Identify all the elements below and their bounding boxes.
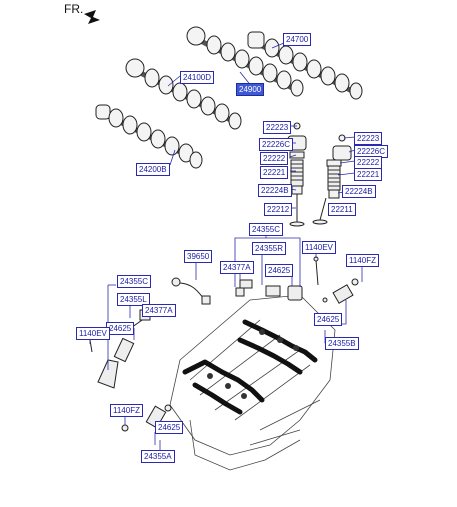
part-label-24355a: 24355A xyxy=(141,450,175,463)
front-direction-label: FR. xyxy=(64,2,84,16)
part-label-24625-bottom: 24625 xyxy=(155,421,184,434)
part-label-24355l: 24355L xyxy=(117,293,150,306)
part-label-24700: 24700 xyxy=(283,33,312,46)
part-label-22211: 22211 xyxy=(328,203,356,216)
camshaft-24900 xyxy=(186,26,304,97)
sensor-right xyxy=(322,278,359,304)
front-arrow-icon xyxy=(84,10,100,24)
part-label-24355c-left: 24355C xyxy=(117,275,152,288)
part-label-22221-right: 22221 xyxy=(354,168,383,181)
part-label-24355b: 24355B xyxy=(325,337,359,350)
ocv-24625 xyxy=(287,285,303,301)
part-label-1140fz-right: 1140FZ xyxy=(346,254,379,267)
part-label-22226c-left: 22226C xyxy=(259,138,294,151)
sensor-bottom xyxy=(121,404,172,432)
part-label-22212: 22212 xyxy=(264,203,293,216)
part-label-24625-left: 24625 xyxy=(106,322,135,335)
sensor-39650 xyxy=(171,277,211,305)
part-label-1140ev-left: 1140EV xyxy=(76,327,110,340)
camshaft-24100d xyxy=(125,58,242,130)
part-label-22224b-left: 22224B xyxy=(258,184,292,197)
part-label-39650: 39650 xyxy=(184,250,213,263)
part-label-22223-left: 22223 xyxy=(263,121,292,134)
camshaft-24200b xyxy=(95,104,203,169)
camshaft-24700 xyxy=(247,31,363,100)
part-label-24625-right: 24625 xyxy=(265,264,294,277)
part-label-24377a-right: 24377A xyxy=(220,261,254,274)
cylinder-head xyxy=(169,294,336,471)
part-label-22224b-right: 22224B xyxy=(342,185,376,198)
part-label-22223-right: 22223 xyxy=(354,132,383,145)
part-label-24377a-left: 24377A xyxy=(142,304,176,317)
part-label-24355c-top: 24355C xyxy=(249,223,284,236)
part-label-22222-left: 22222 xyxy=(260,152,289,165)
part-label-1140ev-right: 1140EV xyxy=(302,241,336,254)
valve-cover-gasket xyxy=(182,319,318,415)
part-label-24100d: 24100D xyxy=(180,71,215,84)
part-label-24355r: 24355R xyxy=(252,242,287,255)
part-label-22221-left: 22221 xyxy=(260,166,289,179)
part-label-1140fz-bottom: 1140FZ xyxy=(110,404,143,417)
valve-train-right xyxy=(312,134,352,225)
part-label-24625-rightbottom: 24625 xyxy=(314,313,343,326)
part-label-24200b: 24200B xyxy=(136,163,170,176)
spark-plug-wells xyxy=(207,329,299,399)
solenoid-24377a xyxy=(235,279,281,297)
part-label-24900: 24900 xyxy=(236,83,265,96)
